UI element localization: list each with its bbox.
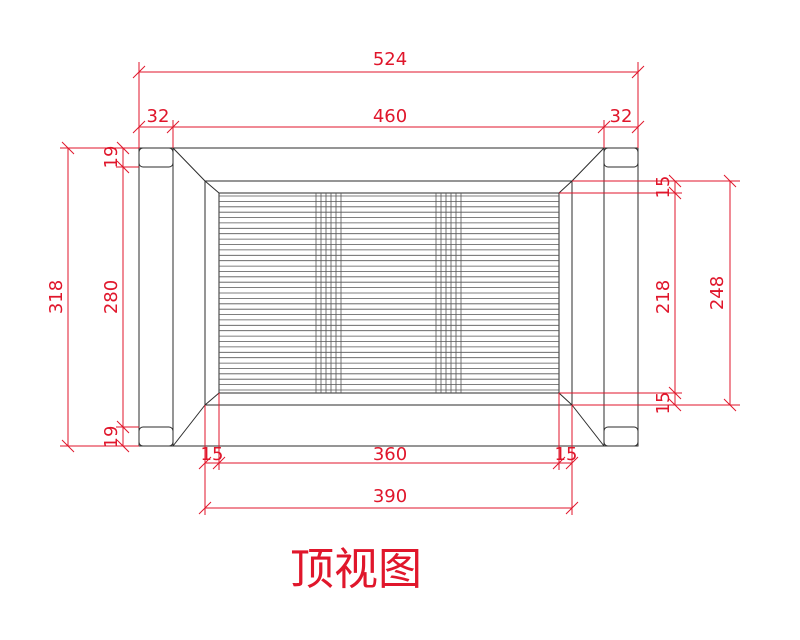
dim-top-rail: 19 (101, 146, 122, 169)
dim-panel-left-offset: 15 (201, 444, 224, 465)
right-post-top-cap (603, 147, 639, 168)
dim-panel-depth: 218 (653, 280, 674, 314)
dim-panel-top-offset: 15 (653, 176, 674, 199)
dim-panel-width: 360 (373, 444, 407, 465)
dim-inner-width: 460 (373, 106, 407, 127)
left-post-bottom-cap (138, 426, 174, 447)
left-post (138, 147, 174, 447)
cross-battens (315, 193, 462, 393)
dimensions: 524 32 460 32 318 19 280 19 (46, 49, 740, 515)
dim-right-post: 32 (610, 106, 633, 127)
dim-inner-depth: 280 (101, 280, 122, 314)
left-post-top-cap (138, 147, 174, 168)
dim-overall-width: 524 (373, 49, 407, 70)
dim-overall-depth: 318 (46, 280, 67, 314)
right-post-bottom-cap (603, 426, 639, 447)
drawing-title: 顶视图 (290, 544, 422, 595)
dim-frame-width: 390 (373, 486, 407, 507)
slat-lines (219, 195, 559, 391)
dim-panel-bottom-offset: 15 (653, 392, 674, 415)
inner-frame (204, 180, 573, 406)
dim-frame-depth: 248 (707, 276, 728, 310)
dim-panel-right-offset: 15 (555, 444, 578, 465)
dim-left-post: 32 (147, 106, 170, 127)
dim-bottom-rail: 19 (101, 426, 122, 449)
furniture-outline (138, 147, 639, 447)
